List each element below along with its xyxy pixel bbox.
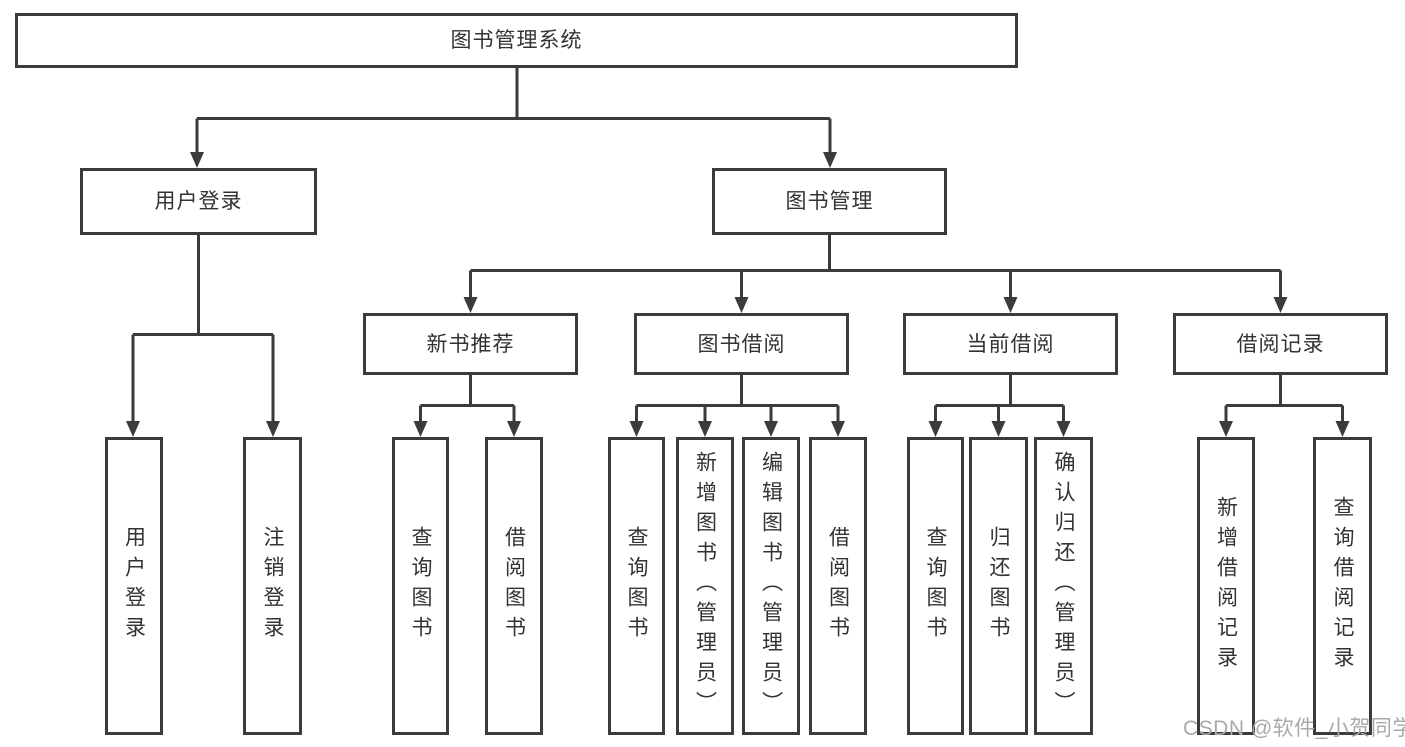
- node-label: 当前借阅: [966, 332, 1055, 356]
- connector-root-to-level2: [190, 68, 837, 168]
- leaf-label: 注销登录: [261, 526, 285, 646]
- leaf-label: 查询图书: [625, 526, 649, 646]
- node-label: 图书借阅: [697, 332, 786, 356]
- node-book-management: 图书管理: [712, 168, 947, 235]
- node-new-book-recommend: 新书推荐: [363, 313, 578, 375]
- watermark-text: CSDN @软件_小贺同学: [1183, 717, 1405, 740]
- leaf-label: 新增图书（管理员）: [693, 451, 717, 721]
- leaf-label: 查询图书: [924, 526, 948, 646]
- leaf-recommend-borrow-book: 借阅图书: [485, 437, 543, 735]
- leaf-label: 归还图书: [987, 526, 1011, 646]
- connector-user-login-to-children: [126, 235, 280, 437]
- leaf-label: 新增借阅记录: [1214, 496, 1238, 676]
- leaf-logout: 注销登录: [243, 437, 302, 735]
- leaf-label: 借阅图书: [826, 526, 850, 646]
- node-label: 用户登录: [154, 190, 243, 213]
- leaf-label: 借阅图书: [502, 526, 526, 646]
- leaf-current-query-book: 查询图书: [907, 437, 964, 735]
- connector-borrow-records-to-children: [1219, 375, 1350, 437]
- leaf-label: 用户登录: [122, 526, 146, 646]
- node-current-borrow: 当前借阅: [903, 313, 1118, 375]
- leaf-borrow-edit-book-admin: 编辑图书（管理员）: [742, 437, 800, 735]
- node-label: 图书管理系统: [450, 29, 583, 52]
- leaf-current-return-book: 归还图书: [969, 437, 1028, 735]
- connector-current-borrow-to-children: [928, 375, 1071, 437]
- leaf-current-confirm-return-admin: 确认归还（管理员）: [1034, 437, 1093, 735]
- node-label: 图书管理: [785, 190, 874, 213]
- node-label: 借阅记录: [1236, 332, 1325, 356]
- leaf-records-add-record: 新增借阅记录: [1197, 437, 1255, 735]
- connector-book-management-to-level3: [463, 235, 1288, 313]
- leaf-label: 查询图书: [409, 526, 433, 646]
- leaf-label: 确认归还（管理员）: [1052, 451, 1076, 721]
- leaf-borrow-borrow-book: 借阅图书: [809, 437, 867, 735]
- leaf-label: 查询借阅记录: [1331, 496, 1355, 676]
- node-user-login: 用户登录: [80, 168, 317, 235]
- leaf-label: 编辑图书（管理员）: [759, 451, 783, 721]
- leaf-recommend-query-book: 查询图书: [392, 437, 449, 735]
- leaf-records-query-record: 查询借阅记录: [1313, 437, 1372, 735]
- leaf-borrow-query-book: 查询图书: [608, 437, 665, 735]
- connector-book-borrow-to-children: [629, 375, 845, 437]
- node-label: 新书推荐: [426, 332, 515, 356]
- leaf-borrow-add-book-admin: 新增图书（管理员）: [676, 437, 734, 735]
- node-borrow-records: 借阅记录: [1173, 313, 1388, 375]
- leaf-user-login: 用户登录: [105, 437, 163, 735]
- node-root-system: 图书管理系统: [15, 13, 1018, 68]
- connector-new-book-to-children: [413, 375, 521, 437]
- node-book-borrow: 图书借阅: [634, 313, 849, 375]
